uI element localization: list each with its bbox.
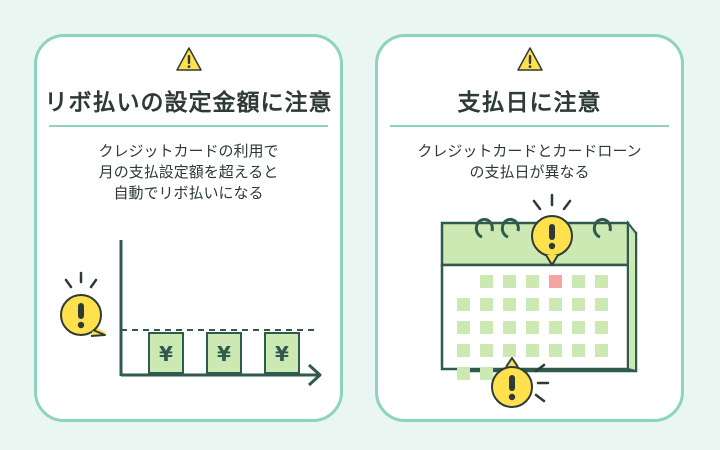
calendar-day: [526, 275, 539, 288]
yen-symbol: ¥: [217, 342, 231, 366]
description-line: クレジットカードとカードローン: [417, 142, 642, 160]
calendar-day: [572, 275, 585, 288]
calendar-day: [457, 321, 470, 334]
warning-triangle-icon: [175, 47, 202, 71]
axis-arrowhead: [307, 363, 322, 387]
exclamation-badge-icon: [60, 271, 107, 337]
description-line: クレジットカードの利用で: [98, 142, 279, 160]
yen-symbol: ¥: [275, 342, 289, 366]
description-line: 自動でリボ払いになる: [113, 184, 264, 202]
calendar-day: [503, 344, 516, 357]
calendar-day: [526, 298, 539, 311]
payment-date-warning-card: 支払日に注意 クレジットカードとカードローン の支払日が異なる: [375, 34, 684, 422]
yen-bill: ¥: [148, 332, 184, 374]
card-description: クレジットカードとカードローン の支払日が異なる: [378, 141, 681, 183]
calendar-day: [595, 344, 608, 357]
yen-bill: ¥: [206, 332, 242, 374]
exclamation-badge-icon: [491, 357, 550, 408]
yen-symbol: ¥: [159, 342, 173, 366]
calendar-illustration: [440, 193, 638, 408]
yen-bill: ¥: [264, 332, 300, 374]
calendar-day: [480, 321, 493, 334]
exclamation-badge-icon: [531, 193, 573, 266]
calendar-day: [503, 321, 516, 334]
calendar-day: [480, 344, 493, 357]
calendar-day: [572, 298, 585, 311]
revolving-payment-illustration: ¥ ¥ ¥: [60, 240, 322, 387]
calendar-day: [572, 321, 585, 334]
warning-triangle-icon: [516, 47, 543, 71]
calendar-day: [457, 344, 470, 357]
calendar-day: [480, 298, 493, 311]
calendar-day: [595, 321, 608, 334]
card-title: 支払日に注意: [457, 90, 602, 116]
calendar-day: [526, 321, 539, 334]
calendar-day: [480, 275, 493, 288]
calendar-day: [526, 344, 539, 357]
calendar-day: [457, 298, 470, 311]
description-line: の支払日が異なる: [469, 163, 590, 181]
calendar-day: [480, 367, 493, 380]
highlighted-payment-day: [549, 275, 562, 288]
card-title: リボ払いの設定金額に注意: [44, 90, 333, 116]
calendar-day: [503, 275, 516, 288]
calendar-day: [457, 367, 470, 380]
calendar-day: [549, 298, 562, 311]
calendar-day: [549, 344, 562, 357]
calendar-day: [572, 344, 585, 357]
card-description: クレジットカードの利用で 月の支払設定額を超えると 自動でリボ払いになる: [37, 141, 340, 204]
divider: [49, 125, 328, 127]
calendar-day: [595, 275, 608, 288]
divider: [390, 125, 669, 127]
calendar-day: [549, 321, 562, 334]
revolving-payment-warning-card: リボ払いの設定金額に注意 クレジットカードの利用で 月の支払設定額を超えると 自…: [34, 34, 343, 422]
description-line: 月の支払設定額を超えると: [98, 163, 279, 181]
calendar-day: [595, 298, 608, 311]
calendar-day: [503, 298, 516, 311]
calendar-day-grid: [457, 275, 608, 380]
